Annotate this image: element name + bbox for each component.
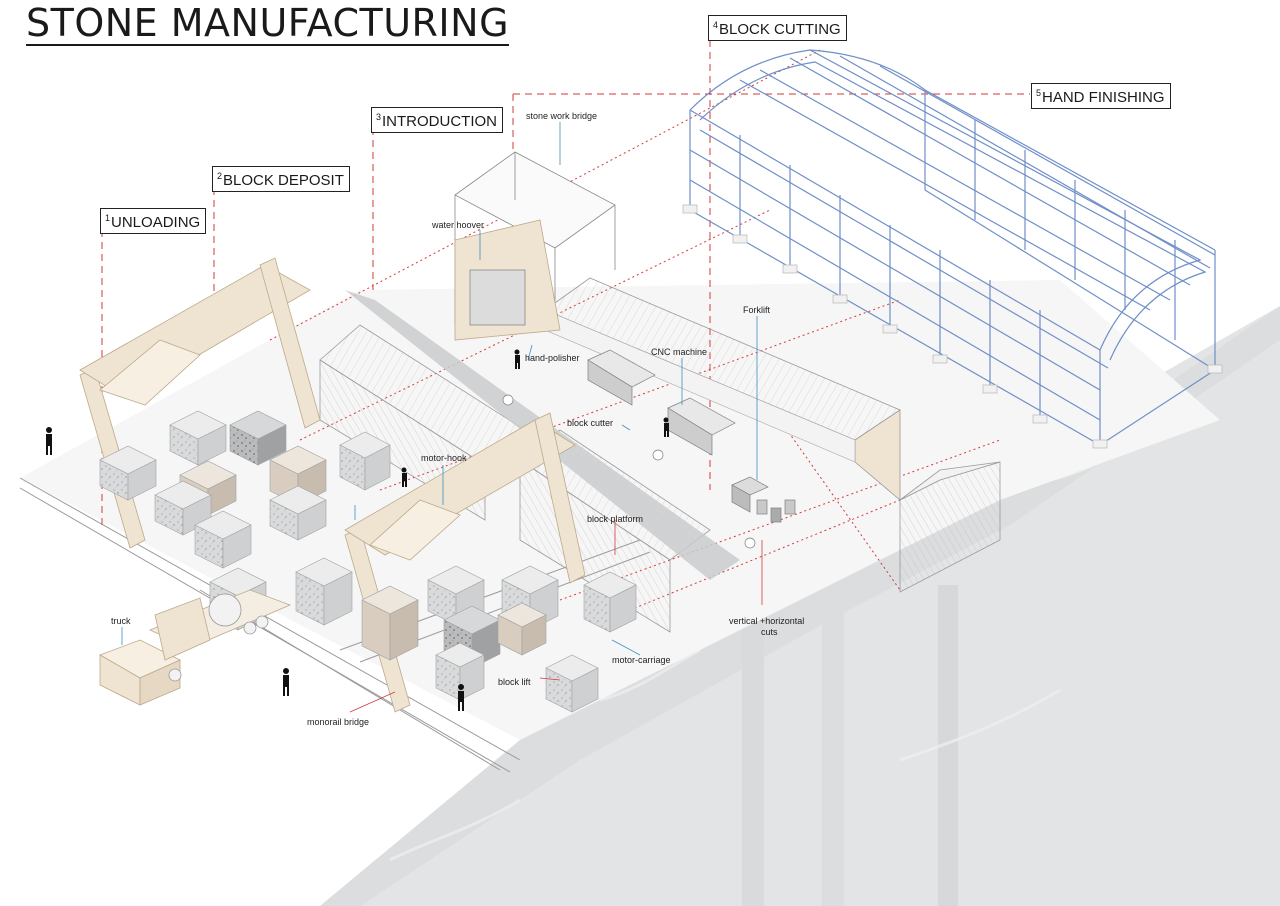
callout-motor-carriage: motor-carriage	[612, 655, 671, 665]
stage-number-hand-finishing: 5	[1036, 88, 1042, 98]
callout-forklift: Forklift	[743, 305, 770, 315]
people-silhouettes	[46, 349, 669, 711]
person-2	[283, 668, 289, 696]
hangar-footings	[682, 204, 1223, 449]
callout-vertical-horizontal-cuts-line1: vertical +horizontal	[729, 616, 805, 626]
stage-title-block-deposit: BLOCK DEPOSIT	[223, 172, 344, 189]
callout-leaders	[121, 122, 758, 656]
callout-stone-work-bridge: stone work bridge	[526, 111, 598, 121]
stage-label-unloading: 1UNLOADING	[100, 208, 207, 234]
stage-title-hand-finishing: HAND FINISHING	[1042, 89, 1165, 106]
stage-number-block-cutting: 4	[713, 20, 719, 30]
stage-number-block-deposit: 2	[217, 171, 223, 181]
stage-label-block-cutting: 4BLOCK CUTTING	[708, 15, 847, 41]
stage-number-unloading: 1	[105, 213, 111, 223]
person-5	[514, 349, 520, 369]
machinery	[502, 349, 796, 549]
stage-title-introduction: INTRODUCTION	[382, 113, 498, 130]
callout-monorail-bridge: monorail bridge	[307, 717, 370, 727]
callout-motor-hook: motor-hook	[421, 453, 467, 463]
stage-label-hand-finishing: 5HAND FINISHING	[1031, 83, 1171, 109]
stage-title-unloading: UNLOADING	[111, 214, 201, 231]
person-1	[46, 427, 52, 455]
steel-hangar-frame	[689, 49, 1216, 446]
cnc-hall	[544, 277, 901, 501]
stage-number-introduction: 3	[376, 112, 382, 122]
stone-blocks	[99, 410, 637, 713]
callout-block-cutter: block cutter	[567, 418, 614, 428]
stage-label-block-deposit: 2BLOCK DEPOSIT	[212, 166, 350, 192]
callout-cnc-machine: CNC machine	[651, 347, 708, 357]
callout-vertical-horizontal-cuts-line2: cuts	[761, 627, 778, 637]
page-title: STONE MANUFACTURING	[26, 1, 510, 46]
small-shed	[899, 461, 1001, 593]
person-6	[663, 417, 669, 437]
truck-illustration	[99, 589, 292, 706]
callout-hand-polisher: hand-polisher	[525, 353, 580, 363]
person-3	[458, 684, 464, 711]
callout-block-platform: block platform	[587, 514, 644, 524]
callout-water-hoover: water hoover	[432, 220, 485, 230]
stone-work-bridge-structure	[454, 151, 616, 341]
stage-label-introduction: 3INTRODUCTION	[371, 107, 504, 133]
callout-block-lift: block lift	[498, 677, 531, 687]
stage-title-block-cutting: BLOCK CUTTING	[719, 21, 841, 38]
callout-truck: truck	[111, 616, 131, 626]
person-4	[401, 467, 407, 487]
red-callout-leaders	[349, 520, 763, 713]
